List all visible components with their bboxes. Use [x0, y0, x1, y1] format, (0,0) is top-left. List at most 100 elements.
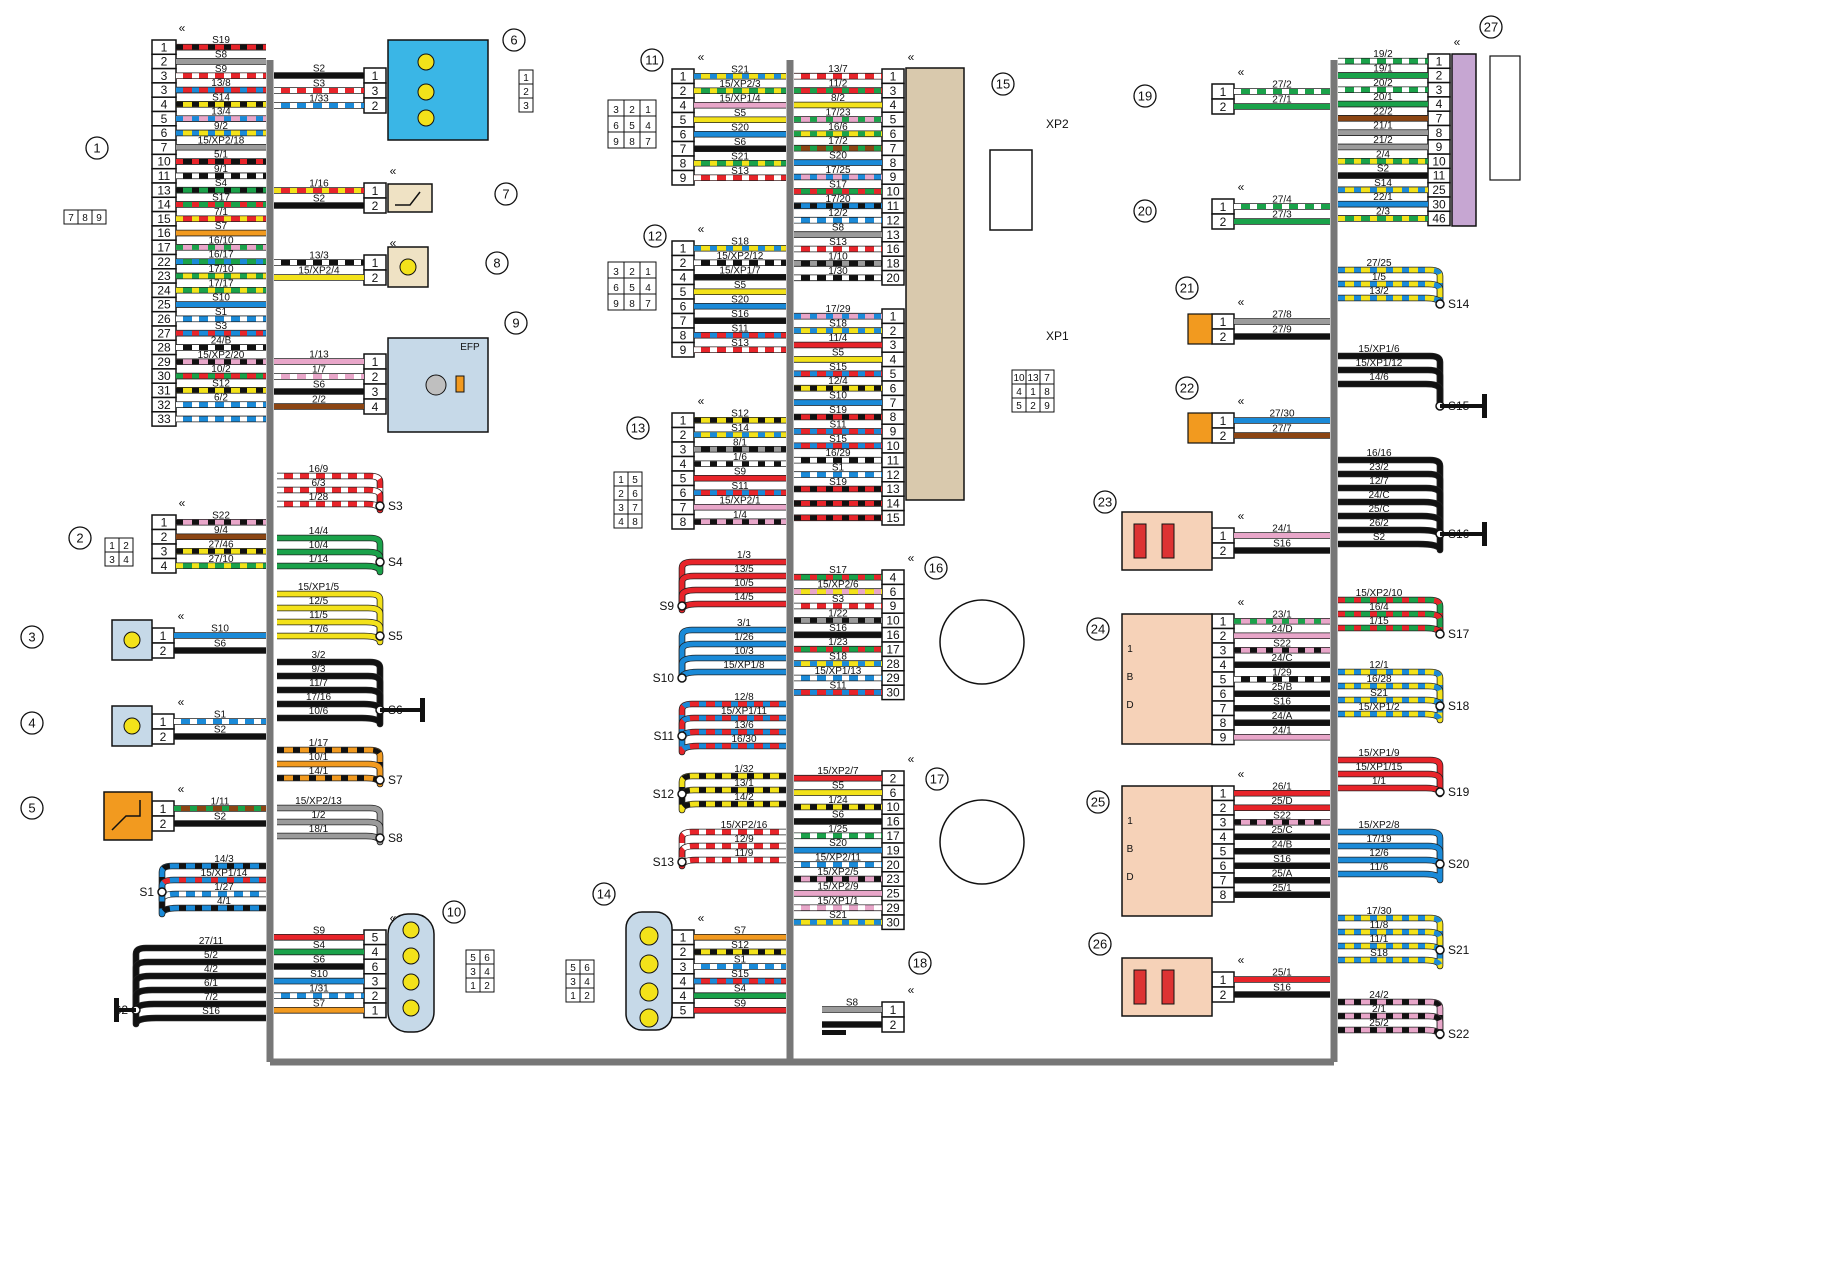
block-number-2: 2: [68, 526, 92, 550]
wire-label: 8/1: [733, 437, 747, 448]
wire-label: 13/7: [828, 64, 848, 75]
pin-number: 2: [1220, 544, 1227, 558]
pin-number: 2: [372, 271, 379, 285]
wire: [1338, 294, 1444, 305]
block-number-22-text: 22: [1180, 381, 1194, 396]
pin-number: 6: [890, 585, 897, 599]
wire-label: 15/XP1/7: [719, 265, 761, 276]
wire: [277, 548, 384, 562]
connector-arrow-icon: «: [1238, 65, 1245, 79]
wire-label: 16/16: [1366, 448, 1391, 459]
pin-number: 2: [629, 105, 635, 116]
wire: [1338, 668, 1444, 706]
wire-label: 1/16: [309, 179, 329, 190]
wire-label: 23/2: [1369, 462, 1389, 473]
wire-label: S5: [734, 108, 747, 119]
switch-icon: [395, 191, 421, 206]
pin-number: 3: [570, 977, 576, 988]
pin-number: 1: [645, 267, 651, 278]
lamp-icon: [123, 631, 141, 649]
wire-label: 15/XP2/6: [817, 580, 859, 591]
wire-label: 14/4: [309, 526, 329, 537]
wire-label: 15/XP2/13: [295, 796, 342, 807]
pin-number: 4: [890, 353, 897, 367]
wire-label: S13: [731, 338, 749, 349]
pin-number: 6: [680, 486, 687, 500]
lamp-unit-6: [387, 39, 489, 141]
pin-number: 23: [886, 872, 900, 886]
wire-label: 16/28: [1366, 674, 1391, 685]
splice-node: [1435, 787, 1445, 797]
block-number-21: 21: [1175, 276, 1199, 300]
wire: [678, 654, 786, 678]
pin-number: 5: [372, 931, 379, 945]
wire-label: 14/1: [309, 766, 329, 777]
pin-number: 4: [645, 121, 651, 132]
wire: [1338, 352, 1444, 406]
pin-number: 1: [372, 355, 379, 369]
wire-label: 15/XP2/18: [198, 135, 245, 146]
wire-label: 1/6: [733, 452, 747, 463]
pin-number: 10: [1013, 373, 1025, 384]
pin-number: 4: [123, 555, 129, 566]
pin-number: 3: [890, 84, 897, 98]
wire: [1338, 706, 1444, 724]
splice-node: [375, 501, 385, 511]
wire-label: 24/B: [211, 335, 232, 346]
pin-number: 1: [160, 715, 167, 729]
pin-number: 4: [161, 559, 168, 573]
wire-label: 13/8: [211, 78, 231, 89]
wire-label: 12/4: [828, 376, 848, 387]
wire-label: S3: [832, 594, 845, 605]
block-number-11-text: 11: [645, 53, 659, 68]
pin-number: 13: [1027, 373, 1039, 384]
wire-label: 18/1: [309, 824, 329, 835]
wire: [277, 774, 384, 788]
connector-arrow-icon: «: [908, 50, 915, 64]
wire: [1338, 942, 1444, 956]
connector-arrow-icon: «: [179, 21, 186, 35]
wire-label: S22: [212, 510, 230, 521]
wire-label: 24/C: [1368, 490, 1389, 501]
switch-module: 1BD: [1121, 613, 1213, 745]
splice-label: S1: [139, 885, 154, 899]
wire-label: 15/XP2/5: [817, 867, 859, 878]
wire-label: S20: [829, 838, 847, 849]
relay-pin-label: 1: [1127, 644, 1133, 655]
wire-label: 1/11: [211, 797, 230, 808]
pin-number: 3: [470, 967, 476, 978]
pin-number: 3: [890, 338, 897, 352]
wire-label: 27/25: [1366, 258, 1391, 269]
wire: [1338, 842, 1444, 864]
wire-label: 11/2: [829, 79, 848, 90]
wire: [1338, 950, 1444, 970]
wire-label: 17/20: [825, 194, 850, 205]
pin-number: 1: [372, 1004, 379, 1018]
wire: [277, 500, 384, 514]
splice-node: [375, 631, 385, 641]
wire: [132, 944, 266, 1010]
block-number-4: 4: [20, 711, 44, 735]
pin-number: 9: [680, 171, 687, 185]
wire-label: 25/A: [1272, 868, 1293, 879]
pin-number: 2: [161, 55, 168, 69]
block-number-2-text: 2: [76, 531, 83, 546]
pin-number: 5: [680, 113, 687, 127]
wire-label: 17/2: [828, 136, 848, 147]
wire-label: 5/2: [204, 950, 218, 961]
wire-label: 1/5: [1372, 272, 1386, 283]
pin-number: 4: [680, 271, 687, 285]
wire-label: S21: [731, 151, 749, 162]
wire-label: 15/XP2/8: [1358, 820, 1400, 831]
pin-number: 1: [1220, 787, 1227, 801]
wire-label: S15: [829, 362, 847, 373]
pin-number: 7: [890, 396, 897, 410]
pin-number: 6: [680, 128, 687, 142]
wire: [158, 876, 266, 892]
ground-icon: [1482, 522, 1487, 546]
pin-number: 3: [161, 83, 168, 97]
